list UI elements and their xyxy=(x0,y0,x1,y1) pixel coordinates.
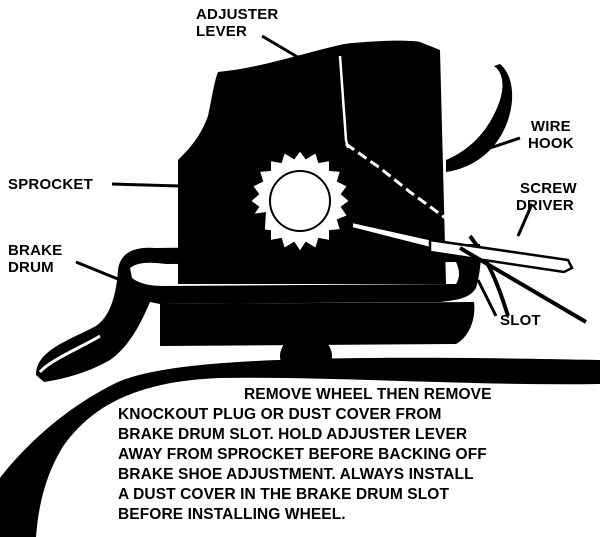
leader-screw-driver xyxy=(516,203,534,237)
leader-adjuster-lever xyxy=(261,34,307,64)
lever-hook-link xyxy=(345,142,471,238)
label-adjuster-line-1: ADJUSTER xyxy=(196,6,279,23)
instruction-line-5: BRAKE SHOE ADJUSTMENT. ALWAYS INSTALL xyxy=(118,466,474,483)
leader-brake-drum xyxy=(75,260,151,294)
sprocket-gear xyxy=(248,148,352,254)
instruction-line-3: BRAKE DRUM SLOT. HOLD ADJUSTER LEVER xyxy=(118,426,468,443)
leader-sprocket xyxy=(111,182,181,188)
label-wire-line-1: WIRE xyxy=(530,118,571,135)
label-brake-line-2: DRUM xyxy=(8,259,54,276)
label-sprocket: SPROCKET xyxy=(8,176,93,193)
instruction-line-4: AWAY FROM SPROCKET BEFORE BACKING OFF xyxy=(118,446,487,463)
leader-wire-hook xyxy=(489,136,521,150)
label-adjuster-lever: ADJUSTER LEVER xyxy=(196,6,278,40)
instruction-line-6: A DUST COVER IN THE BRAKE DRUM SLOT xyxy=(118,486,450,503)
label-wire-hook: WIRE HOOK xyxy=(528,118,574,152)
label-brake-drum: BRAKE DRUM xyxy=(8,242,62,276)
screwdriver xyxy=(351,220,588,324)
label-screw-driver: SCREW DRIVER xyxy=(516,180,577,214)
instruction-line-1: REMOVE WHEEL THEN REMOVE xyxy=(244,386,492,403)
wire-hook xyxy=(446,64,513,172)
label-brake-line-1: BRAKE xyxy=(8,242,63,259)
label-wire-line-2: HOOK xyxy=(528,135,574,152)
label-adjuster-line-2: LEVER xyxy=(196,23,248,40)
label-sprocket-text: SPROCKET xyxy=(8,176,93,193)
leader-slot xyxy=(476,279,498,317)
label-slot: SLOT xyxy=(500,312,541,329)
label-screw-line-1: SCREW xyxy=(520,180,577,197)
instruction-line-2: KNOCKOUT PLUG OR DUST COVER FROM xyxy=(118,406,442,423)
instruction-line-7: BEFORE INSTALLING WHEEL. xyxy=(118,506,346,523)
brake-drum-shell xyxy=(0,357,600,537)
label-slot-text: SLOT xyxy=(500,312,541,329)
label-screw-line-2: DRIVER xyxy=(516,197,574,214)
